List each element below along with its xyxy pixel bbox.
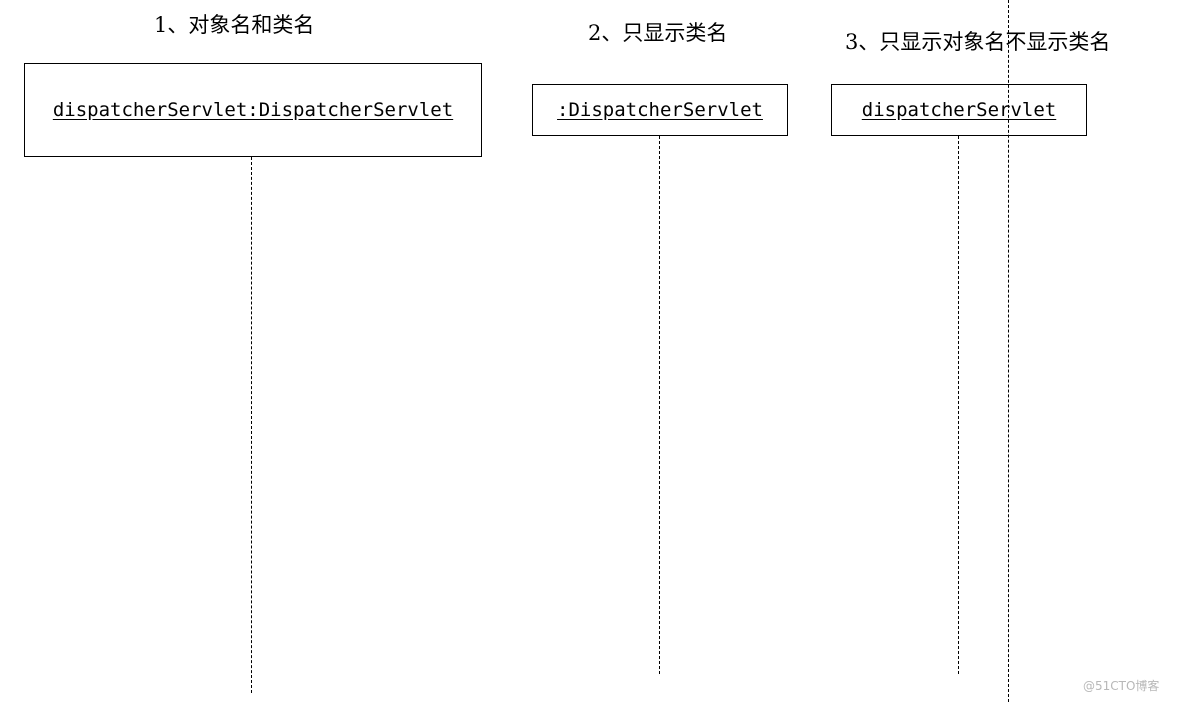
lifeline-box-object-and-class[interactable]: dispatcherServlet:DispatcherServlet xyxy=(24,63,482,157)
lifeline-label: :DispatcherServlet xyxy=(557,99,763,121)
vertical-separator-line xyxy=(1008,0,1009,702)
caption-object-only: 3、只显示对象名不显示类名 xyxy=(845,30,1111,54)
watermark: @51CTO博客 xyxy=(1083,679,1160,693)
caption-object-and-class: 1、对象名和类名 xyxy=(154,13,315,37)
lifeline-dashed-line xyxy=(958,136,959,674)
lifeline-dashed-line xyxy=(251,157,252,693)
lifeline-box-object-only[interactable]: dispatcherServlet xyxy=(831,84,1087,136)
lifeline-label: dispatcherServlet xyxy=(861,99,1057,121)
lifeline-box-class-only[interactable]: :DispatcherServlet xyxy=(532,84,788,136)
lifeline-label: dispatcherServlet:DispatcherServlet xyxy=(52,99,454,121)
caption-class-only: 2、只显示类名 xyxy=(588,21,728,45)
lifeline-dashed-line xyxy=(659,136,660,674)
